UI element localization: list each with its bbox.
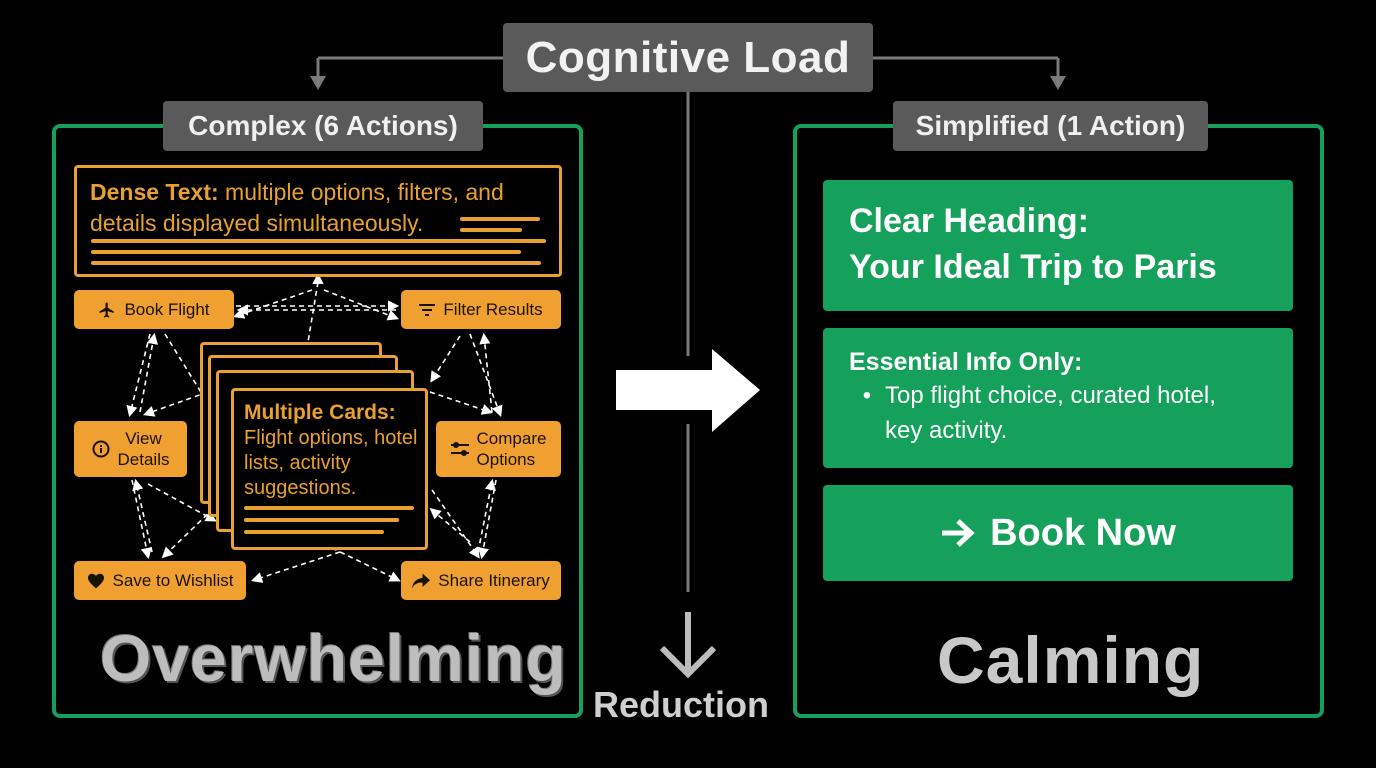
essential-info-box: Essential Info Only: • Top flight choice… [823,328,1293,468]
compare-options-button[interactable]: Compare Options [436,421,561,477]
view-details-label-2: Details [117,450,170,469]
view-details-button[interactable]: View Details [74,421,187,477]
dense-text-line1: multiple options, filters, and [218,179,504,205]
text-line-bar [460,217,540,221]
cards-line1: Flight options, hotel [244,427,418,449]
share-itinerary-button[interactable]: Share Itinerary [401,561,561,600]
text-line-bar [91,261,541,265]
book-flight-label: Book Flight [124,300,210,319]
dense-text-line2: details displayed simultaneously. [90,210,424,236]
calming-label: Calming [937,623,1205,697]
text-line-bar [91,239,546,243]
share-itinerary-label: Share Itinerary [438,571,550,590]
card-line-bar [244,530,384,534]
text-line-bar [91,250,521,254]
book-now-label: Book Now [990,511,1176,554]
info-icon [92,440,110,458]
share-arrow-icon [412,573,431,589]
text-line-bar [460,228,522,232]
save-to-wishlist-button[interactable]: Save to Wishlist [74,561,246,600]
filter-icon [419,303,436,317]
complex-panel-tab: Complex (6 Actions) [163,101,483,151]
clear-heading-box: Clear Heading: Your Ideal Trip to Paris [823,180,1293,311]
clear-heading-line2: Your Ideal Trip to Paris [849,248,1217,286]
filter-results-button[interactable]: Filter Results [401,290,561,329]
compare-options-label-1: Compare [476,429,547,448]
clear-heading-line1: Clear Heading: [849,202,1089,240]
simplified-panel-tab: Simplified (1 Action) [893,101,1208,151]
essential-info-line2: key activity. [885,417,1008,444]
multiple-cards-card: Multiple Cards: Flight options, hotel li… [231,388,428,550]
book-now-button[interactable]: Book Now [823,485,1293,581]
cards-title: Multiple Cards: [244,401,396,424]
filter-results-label: Filter Results [443,300,543,319]
essential-info-title: Essential Info Only: [849,348,1083,376]
cognitive-load-title: Cognitive Load [503,23,873,92]
save-to-wishlist-label: Save to Wishlist [112,571,234,590]
airplane-icon [98,301,116,319]
view-details-label-1: View [125,429,162,448]
top-branch-right [873,56,1066,90]
bullet-icon: • [862,382,872,409]
compare-options-label-2: Options [476,450,536,469]
overwhelming-label: Overwhelming [100,621,567,695]
dense-text-label: Dense Text: [90,179,219,205]
big-right-arrow [616,349,760,432]
down-arrow-icon [659,612,717,679]
reduction-label: Reduction [593,684,769,725]
card-line-bar [244,518,399,522]
top-branch-left [310,56,503,90]
arrow-right-icon [940,518,976,548]
card-line-bar [244,506,414,510]
dense-text-box: Dense Text: multiple options, filters, a… [74,165,562,277]
essential-info-line1: Top flight choice, curated hotel, [885,382,1216,409]
sliders-icon [450,441,469,457]
cards-line3: suggestions. [244,477,357,499]
book-flight-button[interactable]: Book Flight [74,290,234,329]
cards-line2: lists, activity [244,452,351,474]
heart-icon [87,573,105,589]
